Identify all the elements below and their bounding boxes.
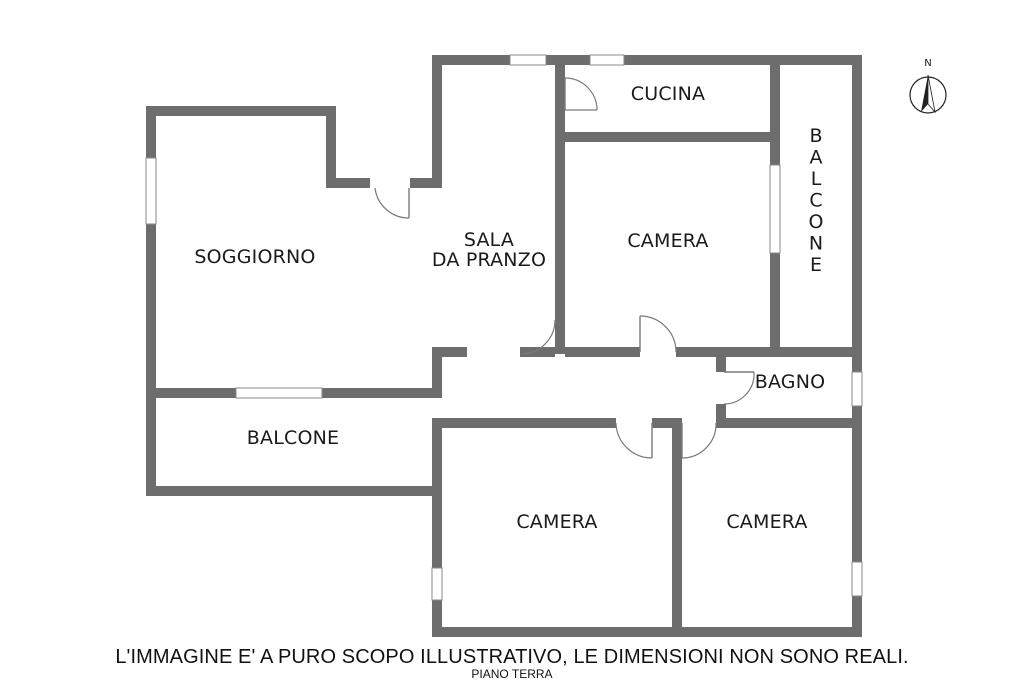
balcone-letter: B <box>809 125 822 147</box>
door-sala-corridor <box>520 319 556 355</box>
room-label-camera-bottom-right: CAMERA <box>726 511 807 533</box>
balcone-letter: O <box>809 211 824 233</box>
balcone-letter: C <box>809 190 822 212</box>
room-label-bagno: BAGNO <box>755 371 826 393</box>
windows <box>145 54 863 601</box>
window-camera-top <box>769 164 781 254</box>
room-label-camera-top: CAMERA <box>627 230 708 252</box>
compass: N <box>909 58 947 114</box>
balcone-letter: A <box>810 147 823 169</box>
window-sala <box>509 54 547 66</box>
window-cucina <box>589 54 625 66</box>
room-label-camera-bottom-left: CAMERA <box>516 511 597 533</box>
walls <box>146 55 862 637</box>
room-label-sala-line2: DA PRANZO <box>432 249 546 271</box>
room-label-soggiorno: SOGGIORNO <box>194 246 315 268</box>
balcone-letter: N <box>809 233 823 255</box>
compass-label: N <box>924 58 931 69</box>
north-arrow-icon <box>909 74 947 114</box>
floor-name: PIANO TERRA <box>471 667 553 681</box>
window-camera-left <box>431 567 443 601</box>
balcone-letter: L <box>811 168 822 190</box>
room-label-cucina: CUCINA <box>631 83 705 105</box>
window-soggiorno <box>145 157 157 225</box>
balcone-letter: E <box>810 254 822 276</box>
window-soggiorno-balcone <box>235 387 323 399</box>
room-label-sala-line1: SALA <box>464 229 514 251</box>
window-bagno <box>851 371 863 407</box>
window-camera-right <box>851 561 863 597</box>
doors <box>374 77 755 459</box>
disclaimer-text: L'IMMAGINE E' A PURO SCOPO ILLUSTRATIVO,… <box>115 646 909 668</box>
room-label-balcone-bottom: BALCONE <box>247 427 339 449</box>
